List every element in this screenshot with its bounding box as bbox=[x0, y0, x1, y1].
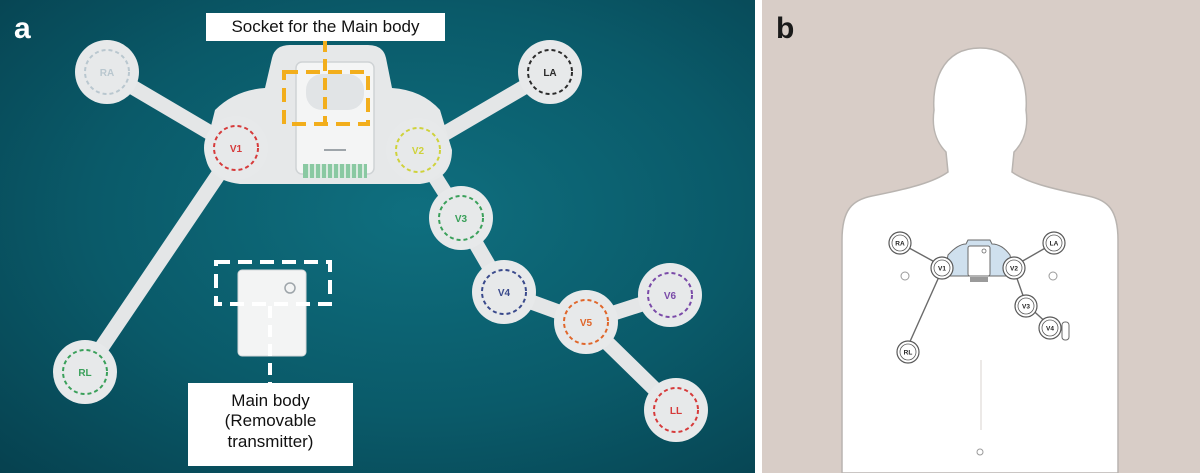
socket-recess bbox=[306, 74, 364, 110]
mini-electrode-v3: V3 bbox=[1014, 294, 1038, 318]
mini-strip-tab bbox=[1061, 321, 1070, 341]
electrode-label-v6: V6 bbox=[664, 291, 677, 302]
mini-electrode-label-v4: V4 bbox=[1046, 326, 1054, 333]
panel-letter-b: b bbox=[776, 12, 795, 45]
electrode-la: LA bbox=[518, 40, 582, 104]
mini-electrode-ra: RA bbox=[888, 231, 912, 255]
mini-electrode-rl: RL bbox=[896, 340, 920, 364]
electrode-label-v1: V1 bbox=[230, 144, 243, 155]
right-nipple bbox=[1048, 271, 1058, 281]
mini-transmitter-indicator-icon bbox=[981, 248, 987, 254]
mini-electrode-v1: V1 bbox=[930, 256, 954, 280]
mini-electrode-la: LA bbox=[1042, 231, 1066, 255]
panel-letter-a: a bbox=[14, 12, 31, 45]
socket-highlight-box bbox=[282, 70, 370, 126]
mini-electrode-v2: V2 bbox=[1002, 256, 1026, 280]
electrode-rl: RL bbox=[53, 340, 117, 404]
mini-electrode-label-la: LA bbox=[1050, 241, 1059, 248]
mini-electrode-v4: V4 bbox=[1038, 316, 1062, 340]
electrode-v2: V2 bbox=[386, 118, 450, 182]
socket-callout: Socket for the Main body bbox=[206, 13, 445, 41]
electrode-label-ll: LL bbox=[670, 406, 682, 417]
electrode-label-rl: RL bbox=[78, 368, 91, 379]
electrode-v4: V4 bbox=[472, 260, 536, 324]
left-nipple bbox=[900, 271, 910, 281]
electrode-label-v2: V2 bbox=[412, 146, 425, 157]
electrode-label-v3: V3 bbox=[455, 214, 468, 225]
mini-electrode-label-v2: V2 bbox=[1010, 266, 1018, 273]
transmitter-highlight-box bbox=[214, 260, 332, 306]
main-body-callout-line3: transmitter) bbox=[227, 431, 314, 451]
electrode-v6: V6 bbox=[638, 263, 702, 327]
main-body-callout: Main body (Removable transmitter) bbox=[188, 383, 353, 466]
strip-v1-rl bbox=[77, 142, 243, 380]
electrode-label-v5: V5 bbox=[580, 318, 593, 329]
main-body-callout-line1: Main body bbox=[231, 391, 310, 410]
electrode-label-la: LA bbox=[543, 68, 556, 79]
electrode-v1: V1 bbox=[204, 116, 268, 180]
electrode-ll: LL bbox=[644, 378, 708, 442]
connector-pins bbox=[308, 164, 364, 178]
mini-electrode-label-v3: V3 bbox=[1022, 304, 1030, 311]
electrode-ra: RA bbox=[75, 40, 139, 104]
electrode-v5: V5 bbox=[554, 290, 618, 354]
electrode-label-v4: V4 bbox=[498, 288, 511, 299]
mini-electrode-label-ra: RA bbox=[895, 241, 905, 248]
mini-electrode-label-rl: RL bbox=[904, 350, 913, 357]
electrode-label-ra: RA bbox=[100, 68, 114, 79]
electrode-v3: V3 bbox=[429, 186, 493, 250]
transmitter-indicator-icon bbox=[284, 282, 296, 294]
navel bbox=[976, 448, 984, 456]
mini-electrode-label-v1: V1 bbox=[938, 266, 946, 273]
main-body-callout-line2: (Removable bbox=[224, 411, 317, 431]
mini-transmitter bbox=[967, 245, 991, 277]
mini-connector bbox=[970, 277, 988, 282]
